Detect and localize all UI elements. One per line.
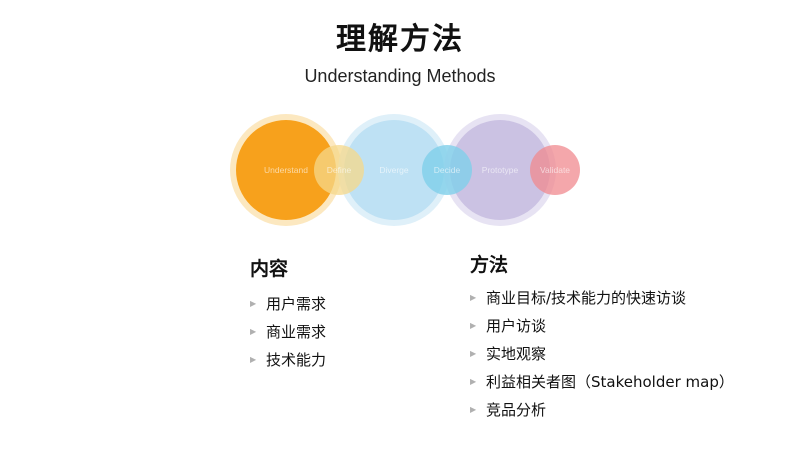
label-prototype: Prototype: [482, 165, 519, 175]
list-item-text: 技术能力: [266, 351, 327, 369]
triangle-right-icon: ▶: [470, 293, 477, 302]
label-decide: Decide: [434, 165, 461, 175]
circle-decide: [422, 145, 472, 195]
list-item: ▶ 利益相关者图（Stakeholder map）: [470, 368, 734, 396]
slide-subtitle: Understanding Methods: [304, 66, 496, 86]
list-item-text: 用户需求: [266, 295, 327, 313]
content-heading: 内容: [250, 258, 289, 280]
list-item: ▶ 竞品分析: [470, 396, 734, 424]
list-item: ▶ 商业需求: [250, 318, 326, 346]
triangle-right-icon: ▶: [250, 299, 257, 308]
list-item-text: 商业需求: [266, 323, 327, 341]
triangle-right-icon: ▶: [470, 405, 477, 414]
circle-prototype: [444, 114, 556, 226]
list-item: ▶ 用户访谈: [470, 312, 734, 340]
content-list: ▶ 用户需求 ▶ 商业需求 ▶ 技术能力: [250, 290, 326, 374]
methods-column: 方法 ▶ 商业目标/技术能力的快速访谈 ▶ 用户访谈 ▶ 实地观察 ▶ 利益相关…: [470, 252, 734, 424]
label-understand: Understand: [264, 165, 308, 175]
list-item-text: 商业目标/技术能力的快速访谈: [486, 289, 687, 307]
label-diverge: Diverge: [379, 165, 409, 175]
circle-diverge: [338, 114, 450, 226]
list-item-text: 竞品分析: [486, 401, 547, 419]
triangle-right-icon: ▶: [470, 321, 477, 330]
slide-title: 理解方法: [336, 22, 464, 57]
list-item: ▶ 用户需求: [250, 290, 326, 318]
triangle-right-icon: ▶: [250, 355, 257, 364]
list-item-text: 实地观察: [486, 345, 547, 363]
list-item: ▶ 商业目标/技术能力的快速访谈: [470, 284, 734, 312]
circle-define: [314, 145, 364, 195]
triangle-right-icon: ▶: [250, 327, 257, 336]
methods-heading: 方法: [470, 254, 509, 276]
triangle-right-icon: ▶: [470, 377, 477, 386]
content-column: 内容 ▶ 用户需求 ▶ 商业需求 ▶ 技术能力: [250, 256, 326, 374]
label-validate: Validate: [540, 165, 570, 175]
list-item: ▶ 技术能力: [250, 346, 326, 374]
list-item-text: 用户访谈: [486, 317, 547, 335]
circle-understand: [230, 114, 342, 226]
list-item-text: 利益相关者图（Stakeholder map）: [486, 373, 734, 391]
label-define: Define: [327, 165, 352, 175]
circle-validate: [530, 145, 580, 195]
list-item: ▶ 实地观察: [470, 340, 734, 368]
triangle-right-icon: ▶: [470, 349, 477, 358]
methods-list: ▶ 商业目标/技术能力的快速访谈 ▶ 用户访谈 ▶ 实地观察 ▶ 利益相关者图（…: [470, 284, 734, 424]
